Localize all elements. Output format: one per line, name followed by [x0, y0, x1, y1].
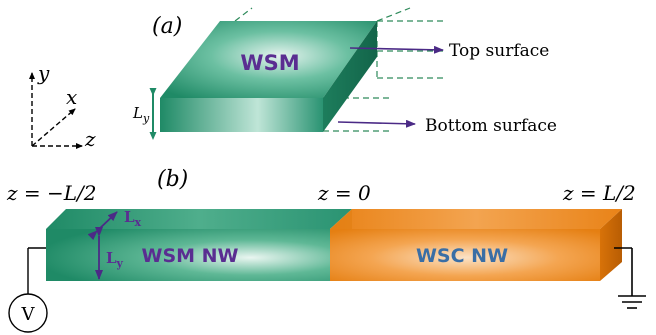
- top-surface-label: Top surface: [449, 41, 549, 61]
- z-left-label: z = −L/2: [6, 181, 97, 205]
- z-right-label: z = L/2: [562, 181, 636, 205]
- wsm-nanowire-top: [46, 209, 352, 229]
- bottom-surface-arrow: [337, 119, 416, 128]
- wsc-nw-label: WSC NW: [416, 245, 508, 267]
- bottom-surface-label: Bottom surface: [425, 116, 557, 136]
- wsc-nanowire-top: [330, 209, 622, 229]
- lx-label: Lx: [124, 208, 142, 229]
- wsm-nanowire: [46, 209, 352, 281]
- x-axis-label: x: [66, 85, 77, 109]
- panel-b-label: (b): [157, 167, 188, 192]
- voltmeter-label: V: [21, 304, 36, 325]
- wsc-nanowire-front: [330, 229, 600, 281]
- wsm-nw-label: WSM NW: [141, 245, 238, 267]
- x-axis: [31, 108, 76, 147]
- coordinate-axes: [29, 72, 83, 149]
- z-axis-label: z: [84, 127, 96, 151]
- top-surface-arrow: [349, 45, 444, 54]
- wsc-nanowire-end-face: [600, 209, 622, 281]
- voltmeter-circuit: [8, 247, 48, 333]
- panel-a-guide-lines: [234, 7, 445, 132]
- z-mid-label: z = 0: [317, 181, 371, 205]
- thickness-label: Ly: [132, 104, 150, 125]
- voltmeter-symbol: [8, 293, 48, 333]
- wsm-block-top-surface: [160, 21, 377, 98]
- wsm-block-label: WSM: [240, 51, 299, 75]
- y-axis-label: y: [37, 61, 50, 85]
- wsm-block-front-face: [160, 98, 323, 132]
- ly-label: Ly: [106, 249, 124, 270]
- wsc-nanowire: [330, 209, 622, 281]
- ground-icon: [614, 247, 646, 309]
- panel-a-label: (a): [152, 14, 182, 39]
- wsm-block: [160, 21, 377, 132]
